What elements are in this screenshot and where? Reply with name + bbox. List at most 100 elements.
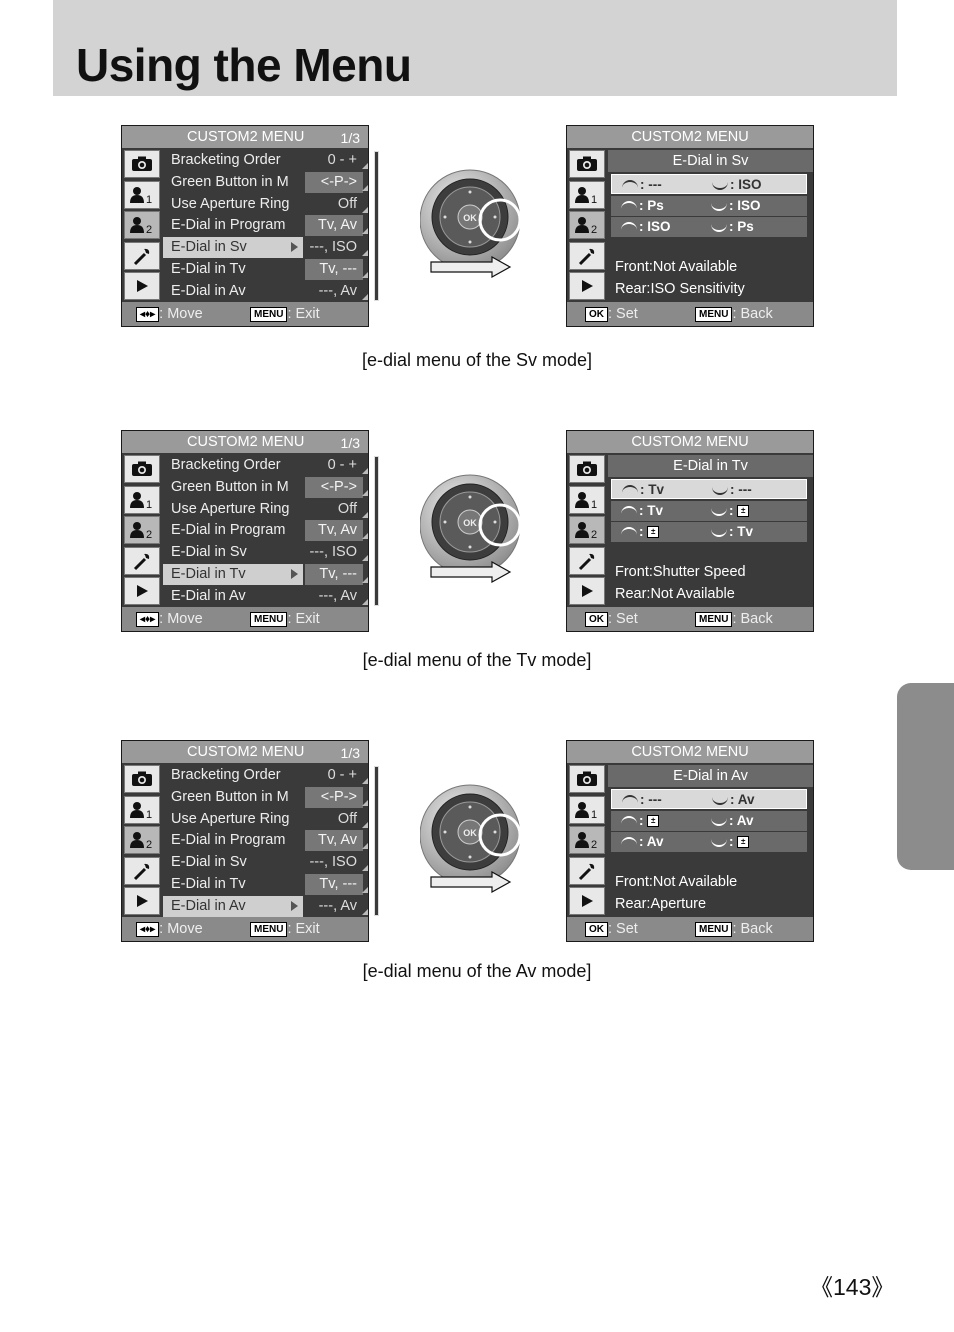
back-hint: MENU: Back bbox=[695, 302, 773, 326]
front-dial-setting: : --- bbox=[622, 790, 662, 810]
menu-title-bar: CUSTOM2 MENU bbox=[567, 741, 813, 763]
rear-dial-icon bbox=[711, 506, 727, 516]
menu-item-label: Bracketing Order bbox=[171, 457, 281, 473]
menu-item-label: E-Dial in Av bbox=[163, 895, 303, 917]
menu-item[interactable]: E-Dial in Av---, Av bbox=[163, 281, 368, 302]
user-1-icon[interactable]: 1 bbox=[569, 180, 605, 209]
front-dial-value: : bbox=[639, 812, 648, 828]
menu-item-value: ---, Av bbox=[318, 587, 357, 604]
menu-item[interactable]: E-Dial in Sv---, ISO bbox=[163, 237, 368, 259]
play-icon[interactable] bbox=[569, 577, 605, 605]
menu-item-value: Off bbox=[337, 810, 357, 827]
exposure-compensation-icon: ± bbox=[647, 526, 660, 539]
front-dial-value: : bbox=[639, 524, 648, 539]
four-way-icon: ◂♦▸ bbox=[136, 921, 160, 937]
camera-icon[interactable] bbox=[569, 150, 605, 178]
exit-label: : Exit bbox=[287, 921, 320, 937]
e-dial-option[interactable]: : ±: Tv bbox=[611, 522, 807, 542]
front-dial-value: : --- bbox=[640, 177, 662, 192]
camera-icon[interactable] bbox=[124, 150, 160, 178]
camera-icon[interactable] bbox=[124, 765, 160, 793]
figure-caption: [e-dial menu of the Sv mode] bbox=[361, 350, 593, 370]
menu-item-label: Use Aperture Ring bbox=[171, 810, 290, 827]
play-icon[interactable] bbox=[124, 887, 160, 915]
menu-item[interactable]: E-Dial in Av---, Av bbox=[163, 586, 368, 607]
user-2-icon[interactable]: 2 bbox=[124, 826, 160, 854]
user-1-icon[interactable]: 1 bbox=[569, 485, 605, 514]
scrollbar[interactable] bbox=[374, 151, 379, 301]
menu-item-label: Use Aperture Ring bbox=[171, 500, 290, 517]
rear-dial-icon bbox=[711, 201, 727, 211]
wrench-icon[interactable] bbox=[569, 546, 605, 575]
play-icon[interactable] bbox=[124, 577, 160, 605]
user-2-icon[interactable]: 2 bbox=[124, 516, 160, 544]
user-1-icon[interactable]: 1 bbox=[124, 795, 160, 824]
e-dial-option[interactable]: : Tv : --- bbox=[611, 479, 807, 499]
menu-item[interactable]: E-Dial in Sv---, ISO bbox=[163, 542, 368, 563]
e-dial-option[interactable]: : Tv: ± bbox=[611, 500, 807, 521]
camera-icon[interactable] bbox=[569, 765, 605, 793]
e-dial-option[interactable]: : ---: Av bbox=[611, 789, 807, 809]
user-2-icon[interactable]: 2 bbox=[569, 211, 605, 239]
scrollbar[interactable] bbox=[374, 766, 379, 916]
menu-item-label: E-Dial in Sv bbox=[163, 237, 303, 259]
front-dial-info: Front:Not Available bbox=[615, 259, 738, 275]
wrench-icon[interactable] bbox=[124, 856, 160, 885]
wrench-icon[interactable] bbox=[124, 241, 160, 270]
svg-text:2: 2 bbox=[591, 529, 597, 539]
rear-dial-value: : --- bbox=[730, 482, 752, 497]
exposure-compensation-icon: ± bbox=[737, 836, 750, 849]
camera-icon[interactable] bbox=[569, 455, 605, 483]
front-dial-icon bbox=[621, 527, 637, 537]
user-1-icon[interactable]: 1 bbox=[569, 795, 605, 824]
wrench-icon[interactable] bbox=[569, 856, 605, 885]
e-dial-option[interactable]: : ---: ISO bbox=[611, 174, 807, 194]
menu-item[interactable]: E-Dial in Av---, Av bbox=[163, 895, 368, 917]
e-dial-option[interactable]: : Av: ± bbox=[611, 832, 807, 852]
front-dial-icon bbox=[621, 815, 637, 826]
e-dial-option[interactable]: : ±: Av bbox=[611, 810, 807, 831]
rear-dial-icon bbox=[712, 485, 728, 496]
menu-item[interactable]: Use Aperture Ring Off bbox=[163, 809, 368, 830]
corner-marker-icon bbox=[362, 250, 368, 257]
user-2-icon[interactable]: 2 bbox=[569, 516, 605, 544]
menu-item-label: E-Dial in Tv bbox=[163, 564, 303, 585]
menu-item[interactable]: Green Button in M<-P-> bbox=[163, 171, 368, 193]
scrollbar[interactable] bbox=[374, 456, 379, 606]
menu-item[interactable]: E-Dial in Sv---, ISO bbox=[163, 852, 368, 873]
user-1-icon[interactable]: 1 bbox=[124, 180, 160, 209]
e-dial-option[interactable]: : ISO: Ps bbox=[611, 217, 807, 237]
front-dial-info: Front:Not Available bbox=[615, 874, 738, 890]
wrench-icon[interactable] bbox=[569, 241, 605, 270]
camera-icon[interactable] bbox=[124, 455, 160, 483]
user-2-icon[interactable]: 2 bbox=[569, 826, 605, 854]
menu-item-value: Tv, Av bbox=[305, 215, 363, 237]
ok-key: OK bbox=[585, 921, 608, 937]
menu-item[interactable]: Green Button in M<-P-> bbox=[163, 786, 368, 808]
user-2-icon[interactable]: 2 bbox=[124, 211, 160, 239]
rear-dial-value: : bbox=[729, 834, 738, 849]
menu-item[interactable]: Bracketing Order 0 - + bbox=[163, 455, 368, 476]
e-dial-option[interactable]: : Ps: ISO bbox=[611, 195, 807, 216]
user-1-icon[interactable]: 1 bbox=[124, 485, 160, 514]
play-icon[interactable] bbox=[569, 272, 605, 300]
menu-item-value: 0 - + bbox=[327, 457, 357, 473]
front-dial-value: : Tv bbox=[640, 482, 665, 497]
menu-item[interactable]: Green Button in M<-P-> bbox=[163, 476, 368, 498]
wrench-icon[interactable] bbox=[124, 546, 160, 575]
play-icon[interactable] bbox=[124, 272, 160, 300]
play-icon[interactable] bbox=[569, 887, 605, 915]
